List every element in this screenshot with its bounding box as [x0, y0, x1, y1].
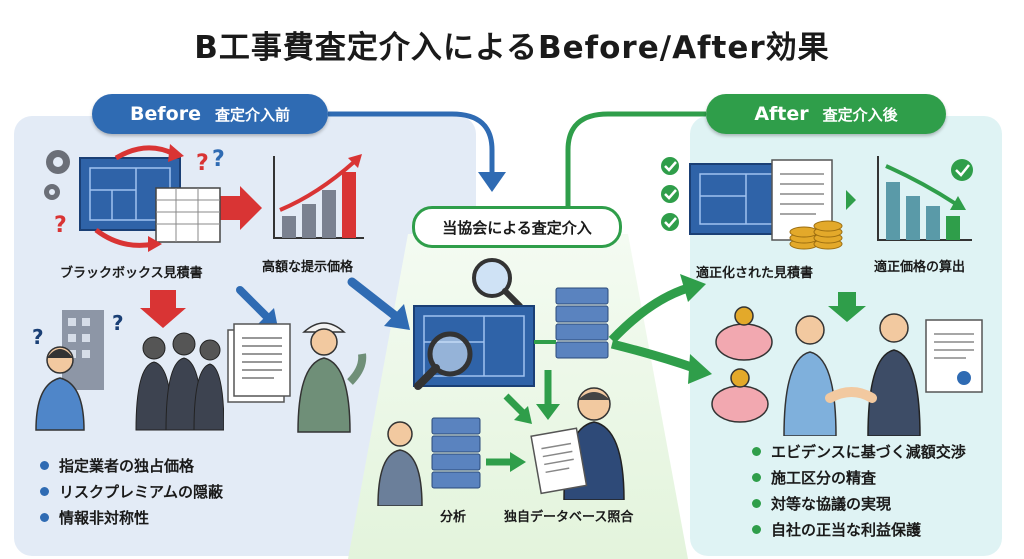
question-icon: ??: [32, 311, 124, 349]
svg-text:?: ?: [112, 311, 124, 335]
server-icon: [431, 417, 481, 489]
before-people-illustration: ??: [32, 310, 224, 431]
arrow-down-green-icon: [828, 292, 866, 322]
page-title: B工事費査定介入によるBefore/After効果: [194, 30, 830, 66]
before-price-label: 高額な提示価格: [262, 260, 354, 275]
before-estimate-label: ブラックボックス見積書: [60, 266, 203, 281]
svg-text:?: ?: [196, 151, 209, 176]
arrow-down-icon: [478, 172, 506, 192]
worker-icon: [297, 322, 367, 433]
server-icon: [555, 287, 609, 359]
list-item: 対等な協議の実現: [752, 490, 966, 516]
analyst-icon: [377, 421, 423, 506]
rising-chart-icon: [273, 154, 364, 239]
list-item: 自社の正当な利益保護: [752, 516, 966, 542]
list-item: 指定業者の独占価格: [40, 452, 223, 478]
handshake-icon: [783, 313, 921, 436]
contract-icon: [925, 319, 983, 393]
bullet-dot-icon: [752, 472, 761, 482]
arrow-right-green-icon: [688, 354, 712, 384]
after-estimate-illustration: [661, 157, 843, 250]
bullet-dot-icon: [40, 512, 49, 522]
svg-text:?: ?: [212, 147, 225, 172]
magnifier-icon: [472, 258, 523, 309]
after-estimate-label: 適正化された見積書: [696, 266, 814, 281]
confused-person-icon: [35, 346, 85, 431]
bullet-dot-icon: [752, 446, 761, 456]
arrow-right-green-icon: [680, 274, 706, 302]
blackbox-estimate-illustration: ?? ?: [44, 144, 225, 252]
check-icon: [661, 157, 679, 231]
svg-text:?: ?: [54, 213, 67, 238]
after-header-en: After: [754, 103, 809, 125]
svg-text:?: ?: [32, 325, 44, 349]
magnifier-icon: [414, 331, 473, 390]
arrow-diag-blue-icon: [384, 304, 410, 330]
piggy-bank-icon: [711, 306, 773, 423]
documents-icon: [227, 323, 291, 403]
check-icon: [951, 159, 973, 181]
arrow-diag-blue-icon: [258, 308, 278, 328]
list-item: 施工区分の精査: [752, 464, 966, 490]
center-analysis-illustration: [377, 417, 481, 506]
after-header: After 査定介入後: [706, 94, 946, 134]
before-header-en: Before: [130, 103, 201, 125]
center-database-label: 独自データベース照合: [504, 510, 634, 525]
after-handshake-illustration: [711, 306, 983, 436]
bullet-dot-icon: [752, 498, 761, 508]
center-review-illustration: [413, 258, 609, 390]
list-item: エビデンスに基づく減額交渉: [752, 438, 966, 464]
after-bullet-list: エビデンスに基づく減額交渉 施工区分の精査 対等な協議の実現 自社の正当な利益保…: [752, 438, 966, 542]
before-header: Before 査定介入前: [92, 94, 328, 134]
before-bullet-list: 指定業者の独占価格 リスクプレミアムの隠蔽 情報非対称性: [40, 452, 223, 530]
list-item: リスクプレミアムの隠蔽: [40, 478, 223, 504]
bullet-dot-icon: [40, 460, 49, 470]
arrow-down-red-icon: [140, 290, 186, 328]
bullet-dot-icon: [40, 486, 49, 496]
before-header-jp: 査定介入前: [214, 105, 290, 124]
question-icon: ?? ?: [54, 147, 225, 238]
after-header-jp: 査定介入後: [822, 105, 898, 124]
bullet-dot-icon: [752, 524, 761, 534]
falling-chart-icon: [877, 156, 973, 241]
before-worker-illustration: [227, 322, 367, 433]
spreadsheet-icon: [155, 187, 221, 243]
coins-icon: [789, 220, 843, 250]
center-header: 当協会による査定介入: [412, 206, 622, 248]
gear-icon: [44, 150, 70, 200]
list-item: 情報非対称性: [40, 504, 223, 530]
suited-group-icon: [135, 332, 224, 431]
center-analysis-label: 分析: [440, 510, 467, 525]
after-price-label: 適正価格の算出: [874, 260, 966, 275]
manager-icon: [530, 387, 625, 500]
